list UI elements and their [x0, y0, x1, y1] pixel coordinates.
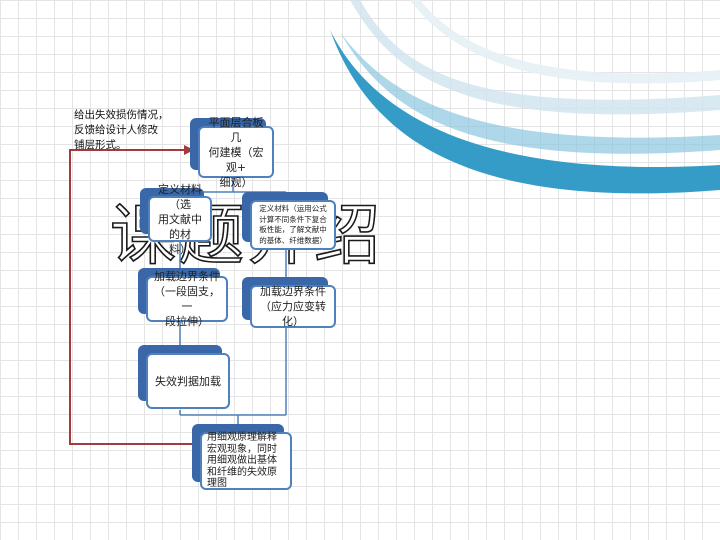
- feedback-arrow-head: [184, 145, 194, 155]
- box-explain: 用细观原理解释 宏观现象，同时 用细观做出基体 和纤维的失效原 理图: [200, 432, 292, 490]
- box-define-material-right: 定义材料（运用公式 计算不同条件下复合 板性能，了解文献中 的基体、纤维数据）: [250, 200, 336, 250]
- feedback-note: 给出失效损伤情况， 反馈给设计人修改 铺层形式。: [74, 109, 169, 151]
- feedback-arrow-line: [69, 149, 198, 445]
- box-boundary-right: 加载边界条件 （应力应变转化）: [250, 285, 336, 328]
- box-define-material-left: 定义材料（选 用文献中的材 料）: [148, 183, 212, 256]
- box-failure-criteria: 失效判据加载: [146, 353, 230, 409]
- box-geometry-modeling: 平面层合板几 何建模（宏观+ 细观）: [198, 116, 274, 189]
- box-boundary-left: 加载边界条件 （一段固支，一 段拉伸）: [146, 270, 228, 328]
